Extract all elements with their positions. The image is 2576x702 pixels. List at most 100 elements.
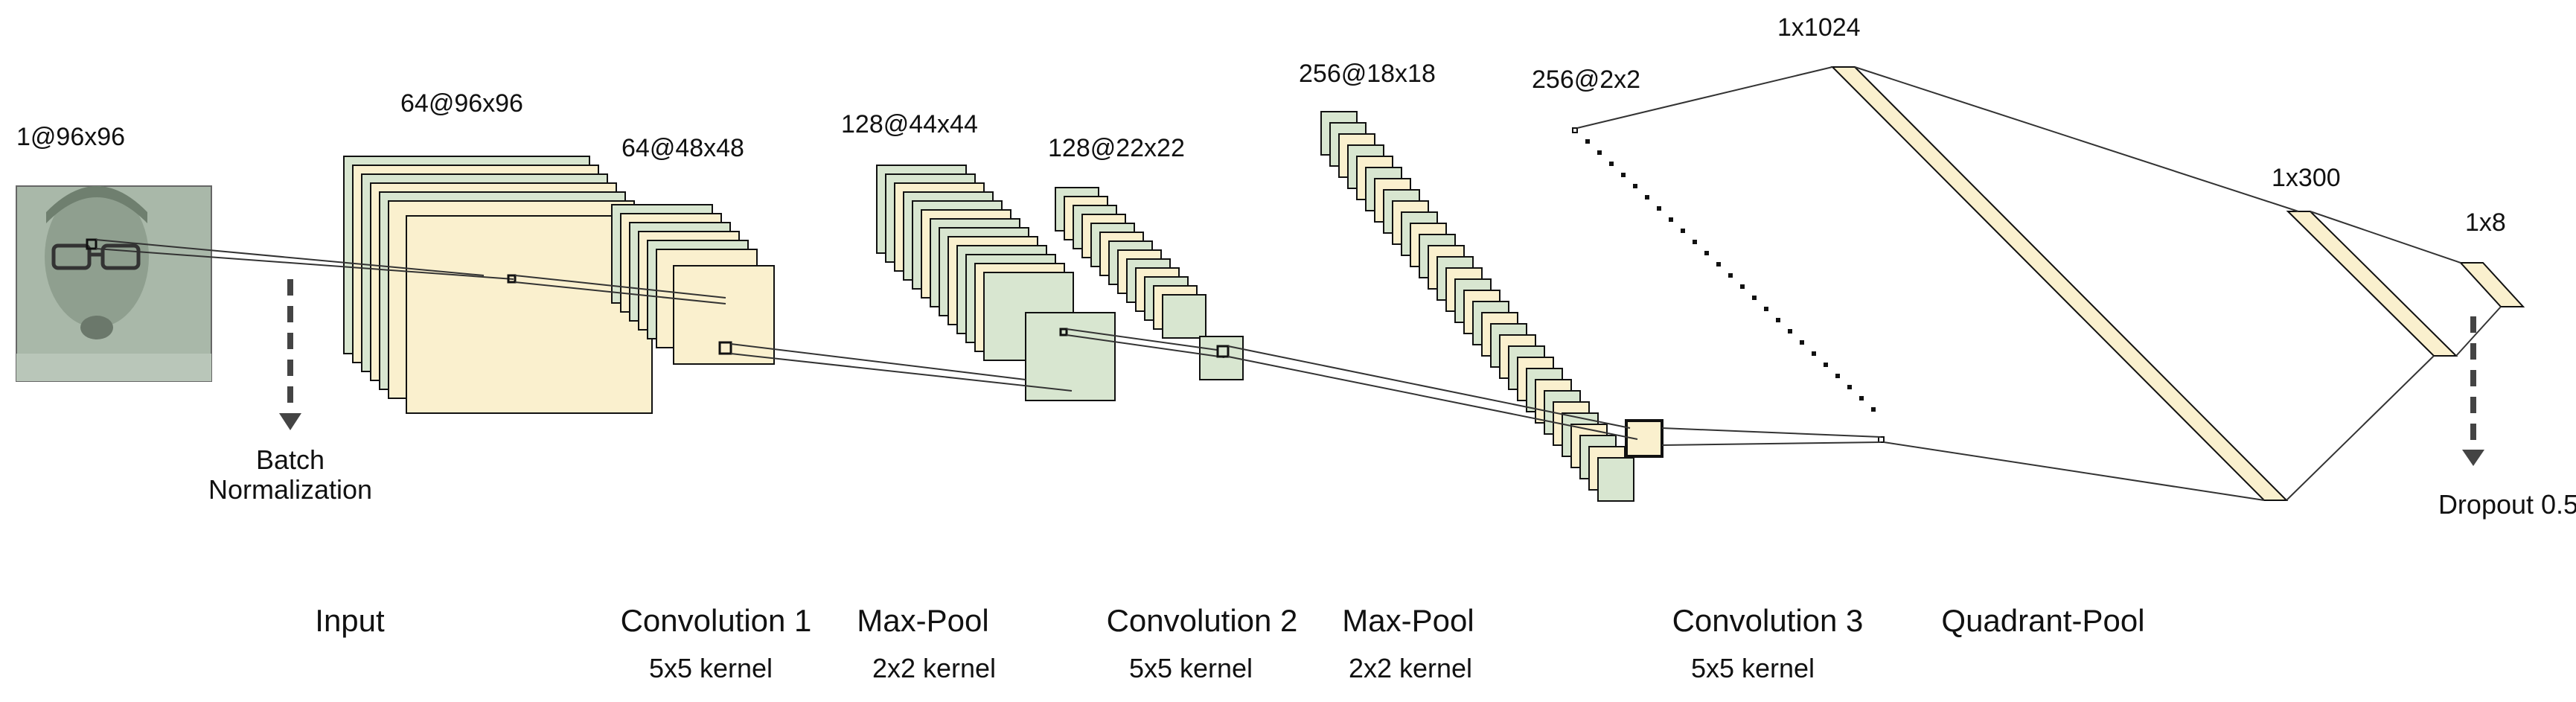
layer-label: 1x300 xyxy=(2272,164,2341,192)
face-shape xyxy=(45,186,149,328)
pool-dot xyxy=(1812,351,1816,356)
pool-dot xyxy=(1597,150,1602,155)
pool-dot xyxy=(1835,374,1840,378)
glasses-right xyxy=(100,243,141,270)
layer-label: 1x8 xyxy=(2465,208,2506,237)
dropout-arrow xyxy=(2462,316,2484,466)
hair-shape xyxy=(46,186,147,223)
pool-dot xyxy=(1776,318,1780,322)
receptive-field-box xyxy=(507,274,517,284)
layer-conv3-maps xyxy=(1320,111,1663,502)
connector-line xyxy=(1661,441,1882,446)
fc-bar xyxy=(1830,66,2289,501)
pool-dot xyxy=(1871,407,1876,412)
pool-dot xyxy=(1764,307,1768,311)
batch-norm-arrow xyxy=(279,279,301,430)
connector-line xyxy=(1576,66,1833,129)
stage-kernel: 5x5 kernel xyxy=(1691,653,1815,683)
pool-dot xyxy=(1716,262,1721,267)
pool-dot xyxy=(1585,139,1590,144)
receptive-field-box xyxy=(1059,328,1068,336)
layer-label: 1x1024 xyxy=(1777,13,1861,42)
pool-dot xyxy=(1878,436,1885,443)
feature-map xyxy=(673,265,775,365)
stage-name: Convolution 1 xyxy=(621,603,812,638)
connector-line xyxy=(2455,306,2502,357)
pool-dot xyxy=(1824,363,1828,367)
glasses-left xyxy=(51,243,92,270)
pool-dot xyxy=(1728,273,1733,278)
connector-line xyxy=(1661,427,1882,438)
layer-pool2-maps xyxy=(1055,187,1244,380)
pool-dot xyxy=(1633,184,1637,188)
mouth-shape xyxy=(80,316,113,339)
connector-line xyxy=(2286,355,2435,501)
stage-name: Convolution 3 xyxy=(1672,603,1864,638)
stage-name: Input xyxy=(315,603,385,638)
connector-line xyxy=(1227,356,1638,440)
connector-line xyxy=(1066,328,1218,351)
pool-dot xyxy=(1800,340,1804,345)
batch-norm-label-line1: Batch xyxy=(256,444,325,475)
connector-line xyxy=(514,281,726,304)
pool-dot xyxy=(1681,229,1685,233)
layer-label: 128@44x44 xyxy=(841,110,978,138)
layer-pool3-dots xyxy=(1572,127,1885,443)
connector-line xyxy=(730,353,1073,392)
connector-line xyxy=(1883,441,2265,501)
pool-dot xyxy=(1704,251,1709,255)
layer-label: 256@18x18 xyxy=(1299,60,1436,88)
receptive-field-box xyxy=(718,341,732,355)
connector-line xyxy=(1066,334,1225,358)
feature-map xyxy=(1162,294,1206,339)
pool-dot xyxy=(1693,240,1697,244)
layer-fc8 xyxy=(2458,262,2525,307)
stage-kernel: 5x5 kernel xyxy=(649,653,773,683)
connector-line xyxy=(730,343,1026,380)
connector-line xyxy=(514,275,726,299)
connector-line xyxy=(95,248,514,280)
stage-name: Convolution 2 xyxy=(1107,603,1298,638)
batch-norm-label-line2: Normalization xyxy=(208,474,372,505)
pool-dot xyxy=(1609,162,1614,166)
stage-name: Quadrant-Pool xyxy=(1941,603,2144,638)
layer-label: 128@22x22 xyxy=(1048,134,1185,162)
feature-map xyxy=(1625,419,1663,458)
dropout-label: Dropout 0.5 xyxy=(2438,489,2576,520)
shirt-shape xyxy=(16,354,211,381)
feature-map xyxy=(1025,312,1116,401)
stage-kernel: 5x5 kernel xyxy=(1129,653,1253,683)
pool-dot xyxy=(1657,206,1661,211)
connector-lines xyxy=(86,66,2502,501)
pool-dot xyxy=(1752,296,1757,300)
face-photo-icon xyxy=(16,185,212,382)
layer-conv1-maps xyxy=(343,156,653,414)
connector-line xyxy=(1227,345,1631,429)
pool-dot xyxy=(1572,127,1578,133)
stage-name: Max-Pool xyxy=(1342,603,1474,638)
batch-norm-arrowhead xyxy=(279,413,301,430)
fc-bar xyxy=(2458,262,2525,307)
pool-dot xyxy=(1669,217,1673,222)
pool-dot xyxy=(1788,329,1792,334)
input-size-label: 1@96x96 xyxy=(16,123,125,151)
pool-dot xyxy=(1740,284,1745,289)
layer-conv2-maps xyxy=(876,165,1116,401)
receptive-field-box xyxy=(86,238,98,250)
receptive-field-box xyxy=(1216,345,1230,358)
connector-line xyxy=(95,239,485,276)
stage-kernel: 2x2 kernel xyxy=(872,653,996,683)
dropout-arrowhead xyxy=(2462,450,2484,466)
pool-dot xyxy=(1847,385,1852,389)
pool-dot xyxy=(1859,396,1864,401)
layer-label: 256@2x2 xyxy=(1532,66,1640,94)
stage-kernel: 2x2 kernel xyxy=(1349,653,1472,683)
layer-label: 64@96x96 xyxy=(400,89,523,118)
layer-label: 64@48x48 xyxy=(621,134,744,162)
layer-fc1024 xyxy=(1830,66,2289,501)
connector-line xyxy=(1854,66,2299,212)
connector-line xyxy=(2310,211,2461,264)
stage-name: Max-Pool xyxy=(857,603,988,638)
pool-dot xyxy=(1621,173,1626,177)
